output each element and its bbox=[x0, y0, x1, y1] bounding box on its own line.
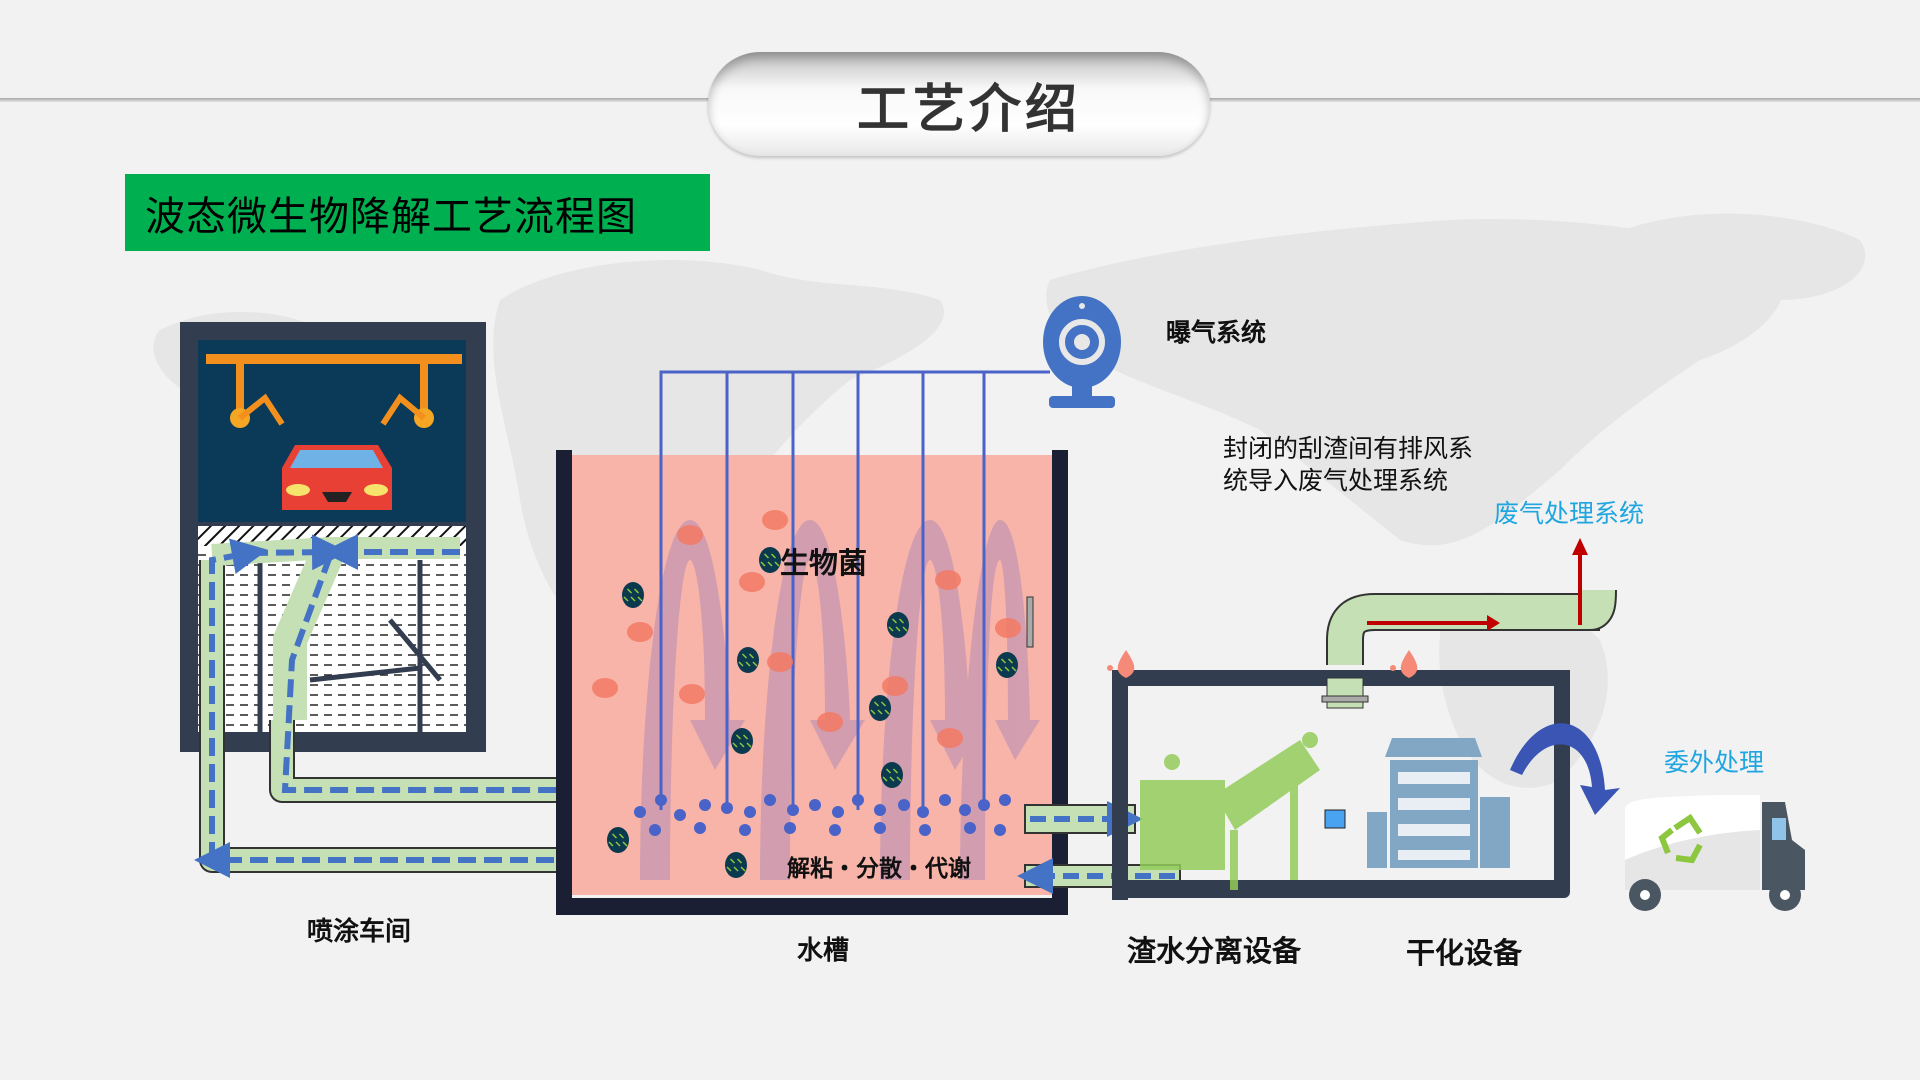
water-tank bbox=[556, 450, 1068, 915]
sludge-particle bbox=[739, 572, 765, 592]
bacteria-icon bbox=[737, 647, 759, 673]
exhaust-flow-arrow bbox=[1367, 538, 1588, 631]
bacteria-icon bbox=[731, 728, 753, 754]
bacteria-label: 生物菌 bbox=[780, 546, 868, 580]
bacteria-icon bbox=[869, 695, 891, 721]
bacteria-icon bbox=[622, 582, 644, 608]
air-bubble bbox=[744, 806, 756, 818]
air-bubble bbox=[994, 824, 1006, 836]
exhaust-treatment-label: 废气处理系统 bbox=[1494, 499, 1645, 528]
header-line-left bbox=[0, 98, 712, 102]
workshop-flow-arrows bbox=[194, 534, 618, 878]
bacteria-icon bbox=[996, 652, 1018, 678]
air-bubble bbox=[832, 806, 844, 818]
air-bubble bbox=[919, 824, 931, 836]
air-bubble bbox=[978, 799, 990, 811]
bacteria-icon bbox=[607, 827, 629, 853]
air-bubble bbox=[874, 822, 886, 834]
air-bubble bbox=[999, 794, 1011, 806]
air-bubble bbox=[939, 794, 951, 806]
air-bubble bbox=[634, 806, 646, 818]
sludge-particle bbox=[817, 712, 843, 732]
air-bubble bbox=[655, 794, 667, 806]
air-bubble bbox=[898, 799, 910, 811]
air-bubble bbox=[874, 804, 886, 816]
air-bubble bbox=[649, 824, 661, 836]
header-line-right bbox=[1206, 98, 1920, 102]
aeration-system-label: 曝气系统 bbox=[1166, 318, 1267, 347]
robot-arm-icon bbox=[206, 354, 462, 428]
sludge-particle bbox=[677, 525, 703, 545]
bacteria-icon bbox=[881, 762, 903, 788]
air-bubble bbox=[674, 809, 686, 821]
booth-internal-ducts bbox=[257, 560, 442, 732]
exhaust-note-line1: 封闭的刮渣间有排风系 bbox=[1223, 434, 1474, 463]
air-bubble bbox=[829, 824, 841, 836]
tank-outlet-arrows bbox=[1017, 801, 1175, 894]
sludge-particle bbox=[627, 622, 653, 642]
air-bubble bbox=[917, 806, 929, 818]
aeration-pipes bbox=[659, 370, 1050, 810]
circulation-flow-arrows bbox=[640, 520, 1040, 880]
paint-workshop-label: 喷涂车间 bbox=[307, 917, 412, 947]
air-bubble bbox=[764, 794, 776, 806]
sludge-particle bbox=[767, 652, 793, 672]
recycle-icon bbox=[1658, 813, 1703, 864]
transfer-arrow-icon bbox=[1510, 723, 1620, 815]
air-bubble bbox=[694, 822, 706, 834]
air-bubble bbox=[964, 822, 976, 834]
separation-equipment-label: 渣水分离设备 bbox=[1127, 934, 1302, 968]
air-bubble bbox=[787, 804, 799, 816]
sludge-particle bbox=[935, 570, 961, 590]
sludge-particle bbox=[762, 510, 788, 530]
air-bubbles bbox=[634, 794, 1011, 836]
sludge-particle bbox=[679, 684, 705, 704]
sludge-particle bbox=[882, 676, 908, 696]
process-steps-label: 解粘・分散・代谢 bbox=[787, 856, 971, 882]
air-bubble bbox=[959, 804, 971, 816]
bacteria-icon bbox=[725, 852, 747, 878]
water-tank-label: 水槽 bbox=[797, 936, 850, 966]
bacteria-icon bbox=[887, 612, 909, 638]
sludge-particle bbox=[995, 618, 1021, 638]
page-title-pill: 工艺介绍 bbox=[708, 52, 1210, 156]
sludge-particles bbox=[592, 510, 1021, 748]
recycling-truck-icon bbox=[1625, 795, 1805, 911]
bacteria-icons bbox=[607, 547, 1018, 878]
air-bubble bbox=[809, 799, 821, 811]
diagram-title-banner: 波态微生物降解工艺流程图 bbox=[125, 174, 710, 251]
exhaust-duct bbox=[1321, 589, 1617, 709]
outsourced-treatment-label: 委外处理 bbox=[1664, 748, 1765, 777]
air-bubble bbox=[699, 799, 711, 811]
exhaust-note-line2: 统导入废气处理系统 bbox=[1223, 466, 1449, 495]
diagram-title: 波态微生物降解工艺流程图 bbox=[145, 193, 637, 240]
car-icon bbox=[282, 445, 392, 510]
air-bubble bbox=[852, 794, 864, 806]
air-bubble bbox=[784, 822, 796, 834]
air-bubble bbox=[739, 824, 751, 836]
sludge-particle bbox=[592, 678, 618, 698]
drying-equipment-icon bbox=[1324, 738, 1510, 868]
sludge-particle bbox=[937, 728, 963, 748]
aeration-blower-icon bbox=[1043, 296, 1121, 408]
drying-equipment-label: 干化设备 bbox=[1406, 936, 1523, 970]
page-title: 工艺介绍 bbox=[856, 79, 1081, 140]
bacteria-icon bbox=[759, 547, 781, 573]
tank-gauge bbox=[1026, 596, 1034, 648]
screw-press-separator-icon bbox=[1140, 732, 1320, 890]
water-drop-icon bbox=[1107, 650, 1418, 678]
air-bubble bbox=[721, 802, 733, 814]
